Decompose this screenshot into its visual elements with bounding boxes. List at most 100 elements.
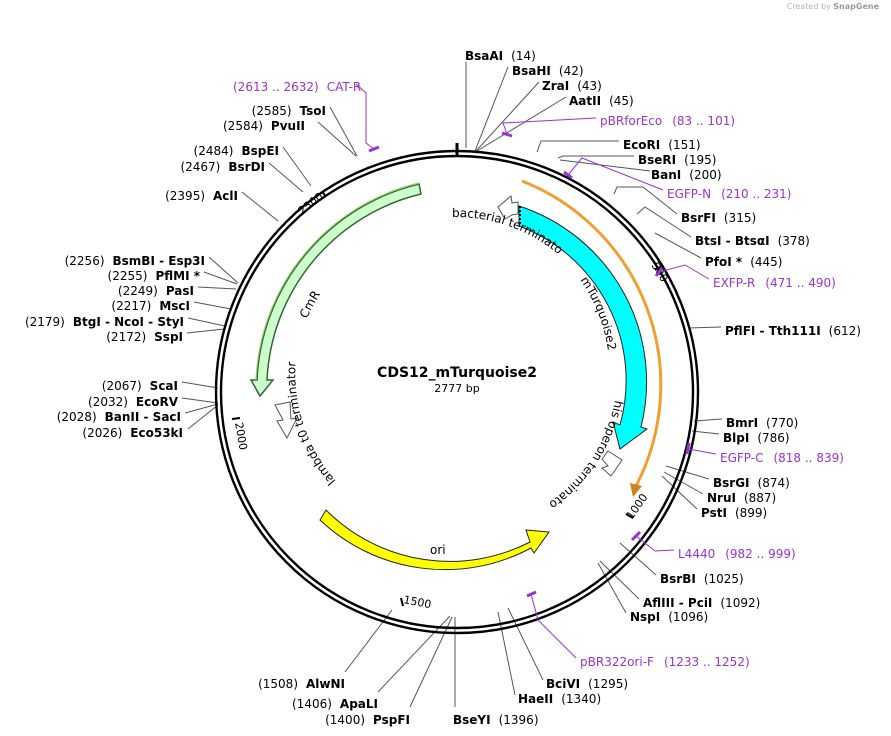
primer-binding-mark xyxy=(563,170,573,180)
enzyme-name: AatII xyxy=(569,94,601,108)
leader-line xyxy=(691,430,720,435)
enzyme-site-label: (1406)ApaLI xyxy=(292,697,378,711)
leader-line xyxy=(474,66,509,152)
enzyme-position: (2026) xyxy=(82,426,122,440)
cmr-feature-outline xyxy=(255,182,420,381)
enzyme-name: TsoI xyxy=(300,104,326,118)
enzyme-position: (315) xyxy=(724,211,756,225)
enzyme-position: (2179) xyxy=(25,315,65,329)
enzyme-site-label: (2256)BsmBI - Esp3I xyxy=(65,254,205,268)
leader-line xyxy=(536,140,619,153)
leader-line xyxy=(187,404,219,430)
enzyme-name: BsrDI xyxy=(228,160,265,174)
leader-line xyxy=(184,403,219,414)
mturquoise2-feature xyxy=(518,205,649,450)
enzyme-position: (2585) xyxy=(252,104,292,118)
tick-label-1000: 1000 xyxy=(624,491,651,521)
enzyme-site-label: (2584) PvuII xyxy=(223,119,305,133)
enzyme-position: (2395) xyxy=(165,189,205,203)
feature-path-cmr: CmR xyxy=(297,288,323,320)
primer-label: EGFP-N(210 .. 231) xyxy=(667,187,792,201)
leader-line xyxy=(661,475,698,510)
primer-name: pBR322ori-F xyxy=(580,655,654,669)
primer-name: CAT-R xyxy=(327,80,362,94)
enzyme-name: PvuII xyxy=(271,119,305,133)
enzyme-site-label: AatII (45) xyxy=(569,94,634,108)
leader-line xyxy=(557,155,634,159)
enzyme-site-label: BseYI (1396) xyxy=(453,713,539,727)
feature-label-ori: ori xyxy=(430,543,446,557)
enzyme-site-label: HaeII (1340) xyxy=(518,692,601,706)
leader-line xyxy=(268,162,304,193)
enzyme-name: BseYI xyxy=(453,713,491,727)
enzyme-site-label: NspI(1096) xyxy=(630,610,708,624)
enzyme-site-label: (1508) AlwNI xyxy=(258,677,345,691)
primer-binding-mark xyxy=(501,131,513,138)
enzyme-site-label: BsrBI(1025) xyxy=(660,572,744,586)
primer-range: (471 .. 490) xyxy=(765,276,835,290)
enzyme-name: BanII - SacI xyxy=(105,410,181,424)
orange-feature-arrowhead xyxy=(630,483,642,497)
leader-line xyxy=(208,256,239,284)
primer-range: (1233 .. 1252) xyxy=(664,655,750,669)
enzyme-position: (1396) xyxy=(499,713,539,727)
leader-line xyxy=(187,317,226,327)
enzyme-position: (43) xyxy=(577,79,602,93)
enzyme-name: ZraI xyxy=(542,79,569,93)
enzyme-site-label: (2172)SspI xyxy=(106,330,183,344)
enzyme-name: HaeII xyxy=(518,692,553,706)
primer-binding-mark xyxy=(630,530,642,542)
leader-line xyxy=(497,611,516,696)
leader-line xyxy=(329,106,358,157)
enzyme-position: (786) xyxy=(757,431,789,445)
enzyme-site-label: (2026)Eco53kI xyxy=(82,426,183,440)
enzyme-site-label: NruI(887) xyxy=(707,491,776,505)
primer-name: pBRforEco xyxy=(600,114,662,128)
enzyme-name: BciVI xyxy=(546,677,580,691)
enzyme-site-label: (2484)BspEI xyxy=(194,144,279,158)
bacterial-terminator-arrow xyxy=(497,195,519,220)
leader-line xyxy=(344,609,393,673)
snapgene-logo: SnapGene xyxy=(833,2,879,11)
leader-line xyxy=(687,326,722,329)
primer-range: (982 .. 999) xyxy=(725,547,795,561)
leader-line xyxy=(636,206,692,238)
primer-leader-line xyxy=(502,117,597,135)
leader-line xyxy=(186,328,225,334)
enzyme-name: SspI xyxy=(154,330,183,344)
enzyme-position: (1025) xyxy=(704,572,744,586)
enzyme-site-label: (2179)BtgI - NcoI - StyI xyxy=(25,315,184,329)
enzyme-site-label: (2028)BanII - SacI xyxy=(57,410,181,424)
tick-label-1500: 1500 xyxy=(402,593,432,611)
enzyme-position: (2255) xyxy=(108,269,148,283)
enzyme-name: BsmBI - Esp3I xyxy=(113,254,205,268)
enzyme-name: PfoI * xyxy=(705,255,743,269)
enzyme-position: (2584) xyxy=(223,119,263,133)
leader-line xyxy=(654,232,702,259)
enzyme-site-label: EcoRI(151) xyxy=(623,138,701,152)
enzyme-site-label: (2217)MscI xyxy=(111,299,190,313)
primer-leader-line xyxy=(658,264,710,280)
orange-feature-arc xyxy=(521,179,663,487)
enzyme-site-label: (2395)AclI xyxy=(165,189,238,203)
leader-line xyxy=(193,301,232,310)
enzyme-position: (1340) xyxy=(561,692,601,706)
leader-line xyxy=(597,562,627,614)
enzyme-position: (45) xyxy=(609,94,634,108)
leader-line xyxy=(663,471,704,495)
enzyme-site-label: BanI(200) xyxy=(651,168,722,182)
primer-binding-mark xyxy=(526,590,537,598)
enzyme-site-label: PflFI - Tth111I(612) xyxy=(725,324,861,338)
enzyme-position: (42) xyxy=(559,64,584,78)
enzyme-name: PstI xyxy=(701,506,727,520)
his-operon-terminator-arrow xyxy=(601,450,623,477)
plasmid-length: 2777 bp xyxy=(434,382,479,395)
enzyme-position: (2484) xyxy=(194,144,234,158)
enzyme-position: (1508) xyxy=(258,677,298,691)
enzyme-site-label: BlpI(786) xyxy=(723,431,790,445)
enzyme-name: AlwNI xyxy=(306,677,345,691)
enzyme-position: (2249) xyxy=(118,284,158,298)
enzyme-site-label: PfoI *(445) xyxy=(705,255,782,269)
leader-line xyxy=(693,418,723,422)
enzyme-name: BmrI xyxy=(726,416,758,430)
